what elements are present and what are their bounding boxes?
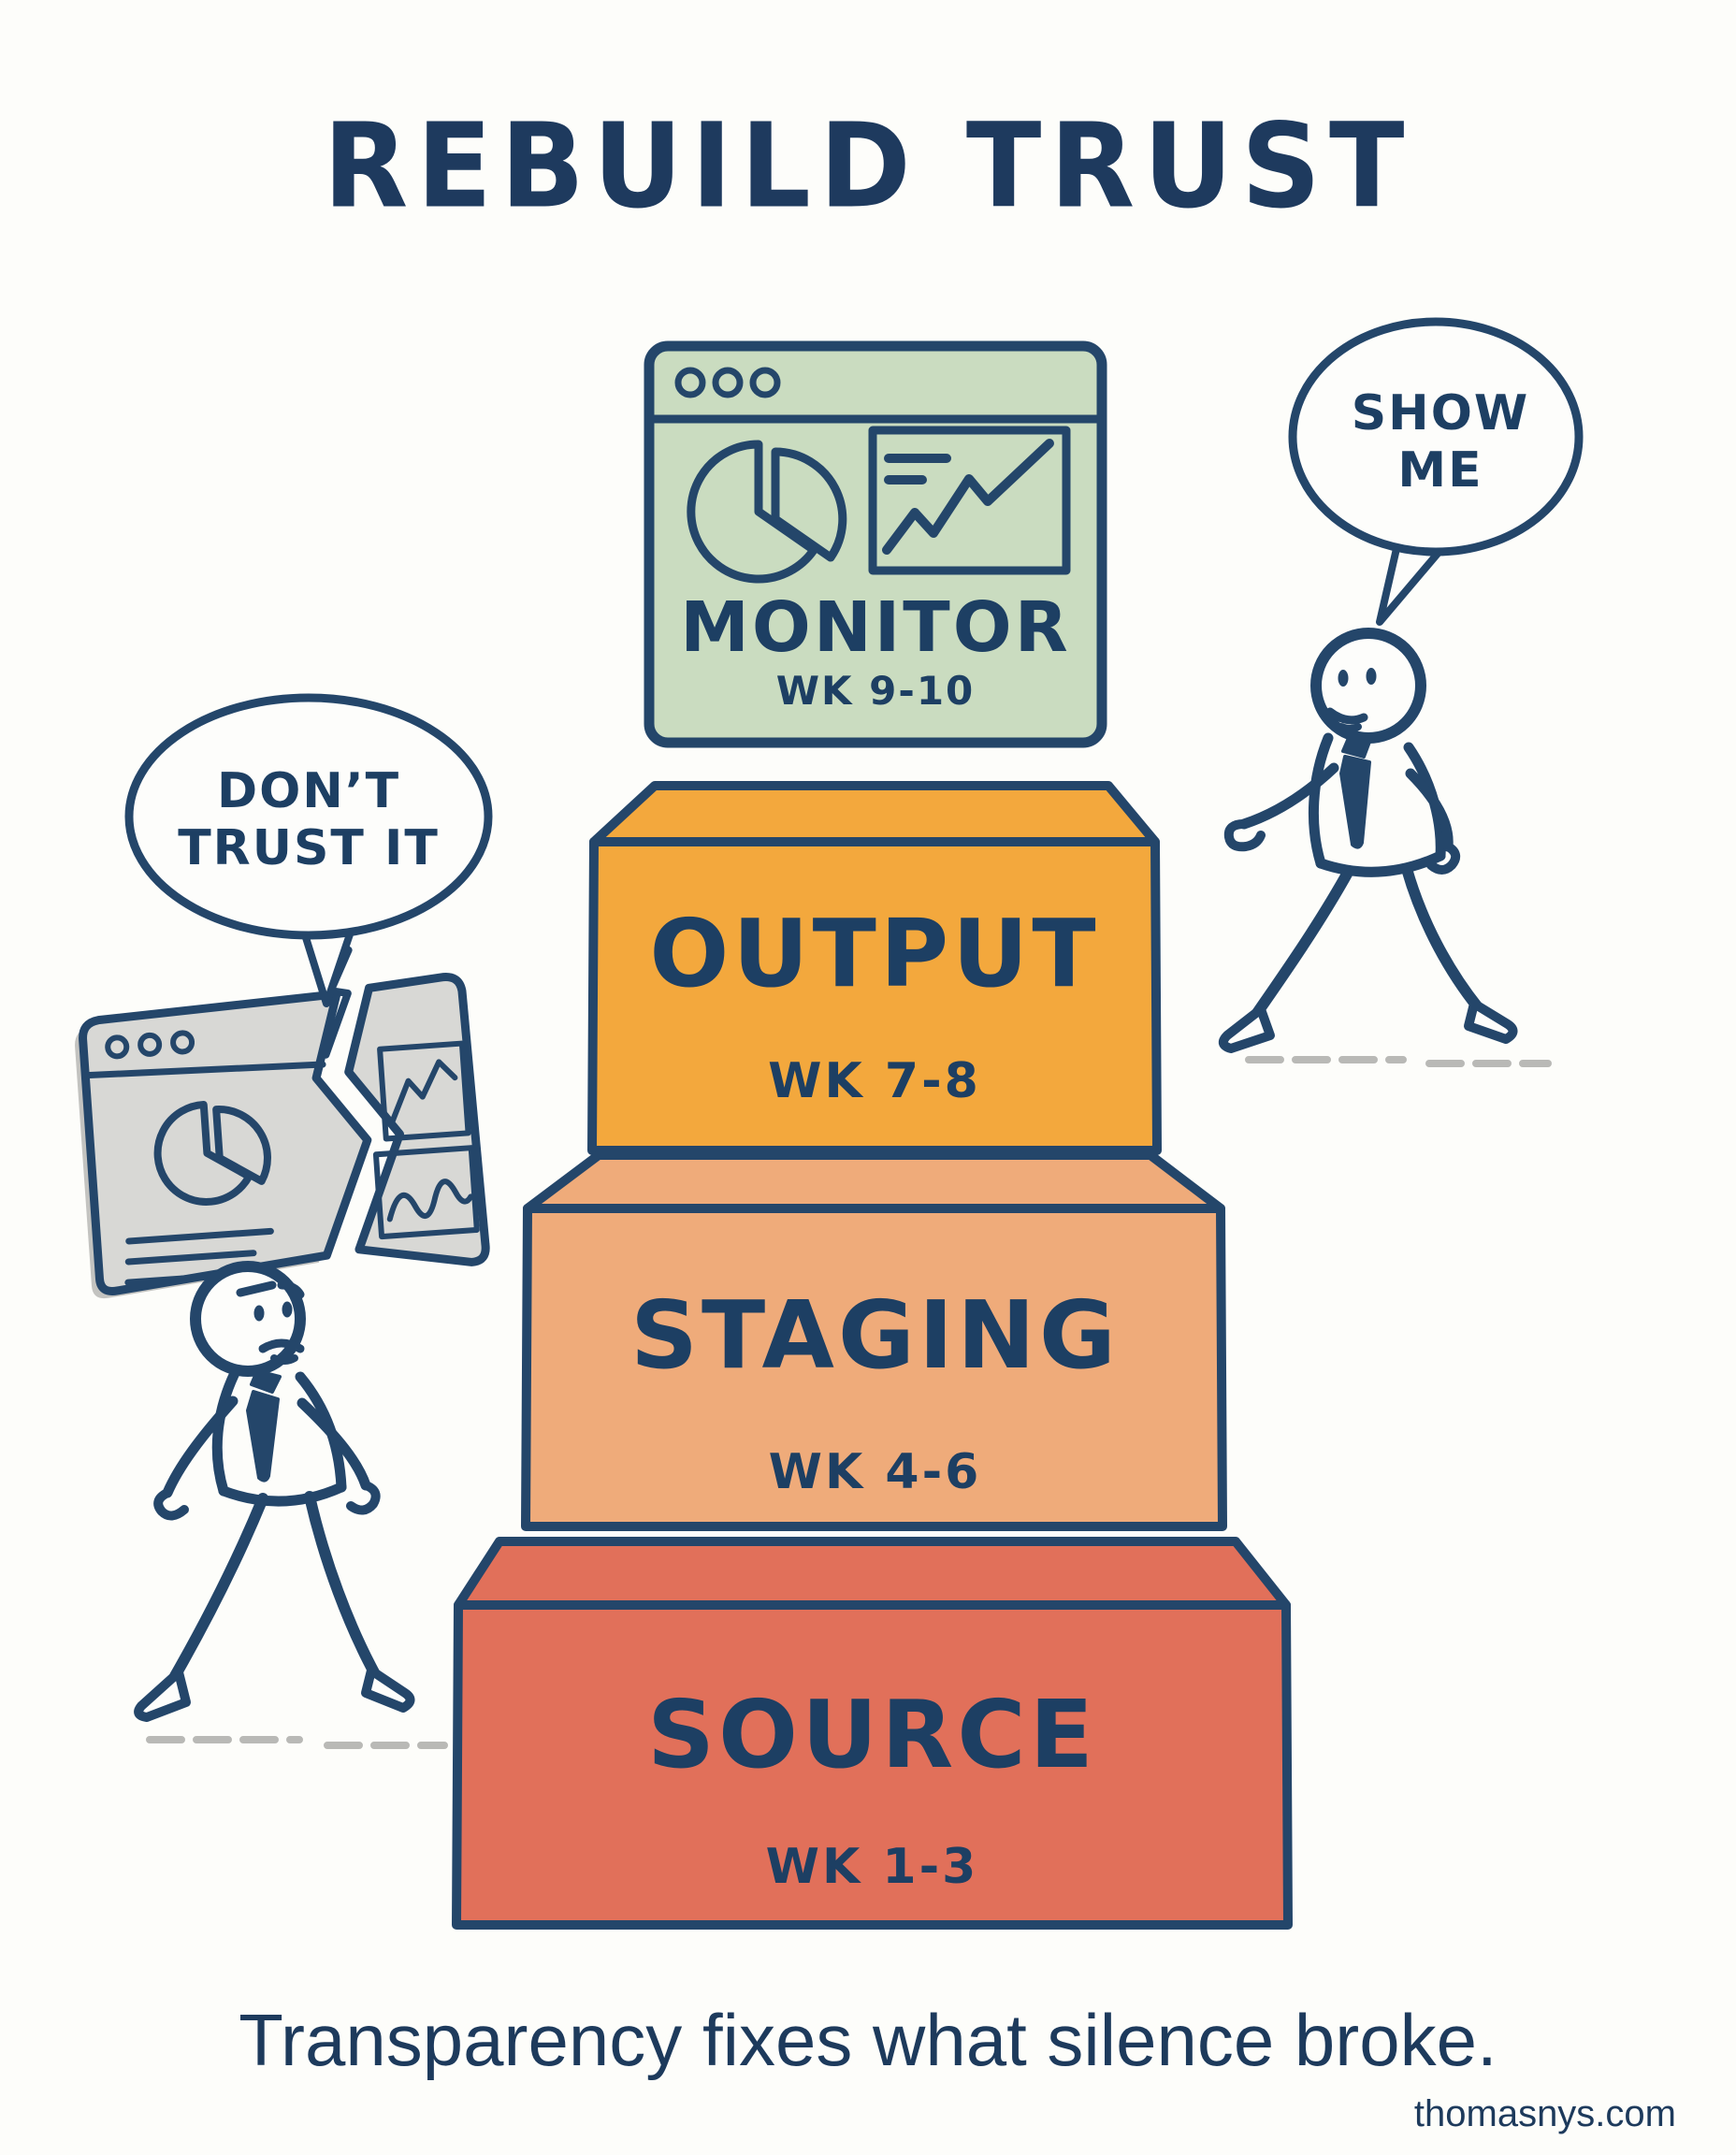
figure-hand: [1223, 819, 1266, 852]
left-bubble-line1: DON’T: [216, 763, 401, 819]
curious-figure-art: [1218, 628, 1552, 1067]
figure-tie: [246, 1369, 282, 1482]
line-chart-icon: [377, 1040, 471, 1142]
source-block: SOURCE WK 1-3: [444, 1525, 1300, 1936]
figure-foot: [1464, 999, 1518, 1044]
figure-arm: [1405, 768, 1454, 852]
tagline: Transparency fixes what silence broke.: [239, 1999, 1497, 2081]
figure-foot: [1218, 1005, 1275, 1053]
staging-label: STAGING: [630, 1280, 1120, 1390]
skeptic-figure: [126, 1253, 486, 1763]
ground-shadow: [146, 1736, 448, 1749]
left-bubble-text: DON’T TRUST IT: [126, 763, 491, 878]
right-bubble-line1: SHOW: [1351, 385, 1530, 441]
staging-block-art: [521, 1150, 1227, 1531]
staging-weeks: WK 4-6: [768, 1444, 982, 1500]
line-chart-icon: [868, 426, 1071, 575]
figure-leg: [169, 1493, 268, 1682]
figure-waist: [1315, 850, 1446, 877]
figure-hand: [346, 1481, 381, 1515]
figure-leg: [1251, 865, 1354, 1019]
titlebar-divider: [83, 1061, 326, 1079]
figure-hand: [153, 1488, 189, 1521]
figure-tie: [1339, 736, 1371, 849]
figure-frown: [270, 1354, 298, 1365]
source-front-face: [452, 1600, 1293, 1930]
output-block-art: [587, 781, 1162, 1155]
squiggle-chart-icon: [372, 1145, 480, 1240]
figure-waist: [218, 1482, 347, 1507]
credit-url: thomasnys.com: [1413, 2093, 1676, 2134]
output-weeks: WK 7-8: [768, 1053, 981, 1109]
figure-foot: [361, 1666, 415, 1713]
source-top-face: [454, 1537, 1291, 1610]
figure-arm: [1238, 762, 1339, 830]
figure-torso: [1308, 732, 1334, 869]
right-bubble-text: SHOW ME: [1286, 385, 1595, 500]
figure-leg: [1401, 863, 1483, 1013]
figure-eyes: [1338, 668, 1377, 687]
left-bubble-line2: TRUST IT: [178, 820, 440, 877]
figure-mouth: [1325, 707, 1368, 725]
figure-eyes: [253, 1301, 293, 1322]
page-title: REBUILD TRUST: [323, 96, 1413, 235]
monitor-label: MONITOR: [680, 587, 1071, 668]
broken-dashboard-art: [75, 946, 490, 1299]
staging-block: STAGING WK 4-6: [513, 1139, 1237, 1537]
broken-dashboard: [53, 934, 517, 1329]
window-dots-icon: [105, 1030, 195, 1060]
output-top-face: [589, 781, 1160, 846]
figure-foot: [134, 1668, 191, 1722]
figure-angry-brow: [277, 1280, 305, 1299]
figure-frown: [258, 1338, 305, 1353]
right-speech-bubble: SHOW ME: [1286, 317, 1595, 631]
pie-chart-icon: [687, 440, 847, 584]
figure-hand: [1426, 842, 1461, 875]
figure-arm: [297, 1397, 371, 1491]
source-block-art: [452, 1537, 1293, 1930]
pie-chart-icon: [153, 1101, 271, 1206]
figure-head: [1310, 628, 1426, 744]
left-speech-bubble-art: [124, 693, 493, 1007]
staging-front-face: [521, 1204, 1227, 1531]
text-lines-icon: [124, 1227, 274, 1286]
source-weeks: WK 1-3: [765, 1839, 979, 1895]
monitor-window-art: [644, 340, 1107, 748]
output-front-face: [587, 837, 1162, 1155]
right-bubble-line2: ME: [1397, 442, 1483, 499]
skeptic-figure-art: [134, 1261, 448, 1749]
figure-torso: [211, 1367, 240, 1497]
left-speech-bubble: DON’T TRUST IT: [117, 690, 500, 1013]
figure-angry-brow: [236, 1280, 277, 1297]
figure-mouth: [1338, 723, 1362, 732]
right-speech-bubble-art: [1288, 317, 1584, 626]
source-label: SOURCE: [647, 1680, 1097, 1789]
monitor-window: MONITOR WK 9-10: [642, 339, 1109, 750]
figure-arm: [162, 1396, 239, 1498]
ground-shadow: [1245, 1056, 1552, 1067]
window-dots-icon: [674, 367, 781, 398]
monitor-weeks: WK 9-10: [775, 668, 976, 714]
staging-top-face: [523, 1150, 1225, 1213]
output-block: OUTPUT WK 7-8: [575, 767, 1174, 1164]
output-label: OUTPUT: [649, 899, 1100, 1008]
figure-leg: [304, 1491, 381, 1680]
curious-figure: [1216, 613, 1595, 1080]
